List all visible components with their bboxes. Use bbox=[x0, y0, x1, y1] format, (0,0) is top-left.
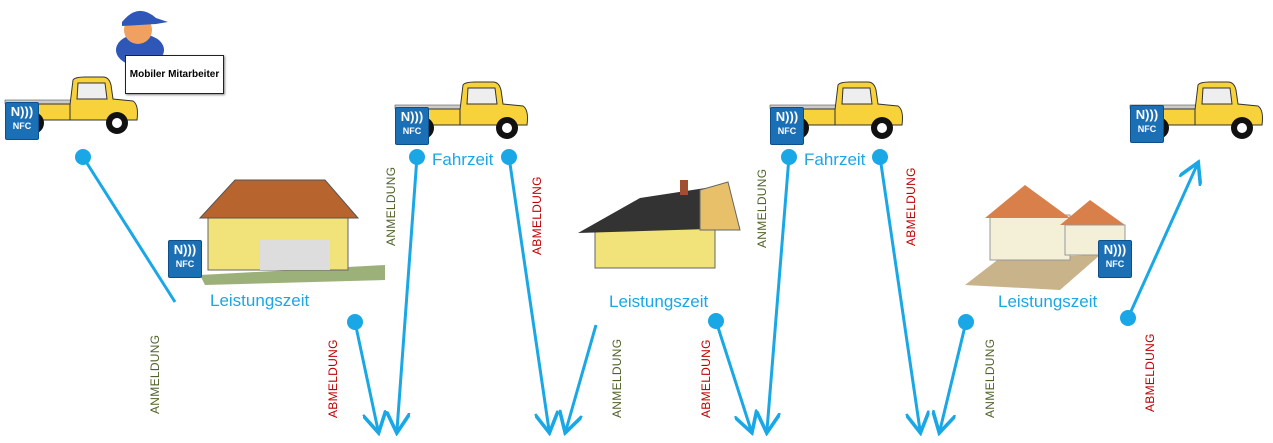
anmeldung-label: ANMELDUNG bbox=[755, 168, 769, 248]
fahrzeit-label: Fahrzeit bbox=[804, 150, 866, 169]
abmeldung-label: ABMELDUNG bbox=[1143, 333, 1157, 412]
house-icon-2 bbox=[578, 180, 741, 269]
nfc-icon: N)))NFC bbox=[1130, 105, 1164, 143]
abmeldung-label: ABMELDUNG bbox=[904, 167, 918, 246]
leistungszeit-label: Leistungszeit bbox=[210, 291, 310, 310]
house-icon-3 bbox=[965, 185, 1126, 290]
nfc-icon: N)))NFC bbox=[395, 107, 429, 145]
anmeldung-label: ANMELDUNG bbox=[148, 334, 162, 414]
abmeldung-label: ABMELDUNG bbox=[530, 176, 544, 255]
nfc-icon: N)))NFC bbox=[5, 102, 39, 140]
nfc-icon: N)))NFC bbox=[1098, 240, 1132, 278]
mobile-worker-callout: Mobiler Mitarbeiter bbox=[125, 55, 224, 94]
anmeldung-label: ANMELDUNG bbox=[983, 338, 997, 418]
abmeldung-label: ABMELDUNG bbox=[326, 339, 340, 418]
anmeldung-label: ANMELDUNG bbox=[384, 166, 398, 246]
flow-lines bbox=[75, 149, 1197, 430]
nfc-icon: N)))NFC bbox=[770, 107, 804, 145]
house-icon-1 bbox=[198, 179, 385, 285]
leistungszeit-label: Leistungszeit bbox=[609, 292, 709, 311]
nfc-icon: N)))NFC bbox=[168, 240, 202, 278]
anmeldung-label: ANMELDUNG bbox=[610, 338, 624, 418]
leistungszeit-label: Leistungszeit bbox=[998, 292, 1098, 311]
fahrzeit-label: Fahrzeit bbox=[432, 150, 494, 169]
abmeldung-label: ABMELDUNG bbox=[699, 339, 713, 418]
